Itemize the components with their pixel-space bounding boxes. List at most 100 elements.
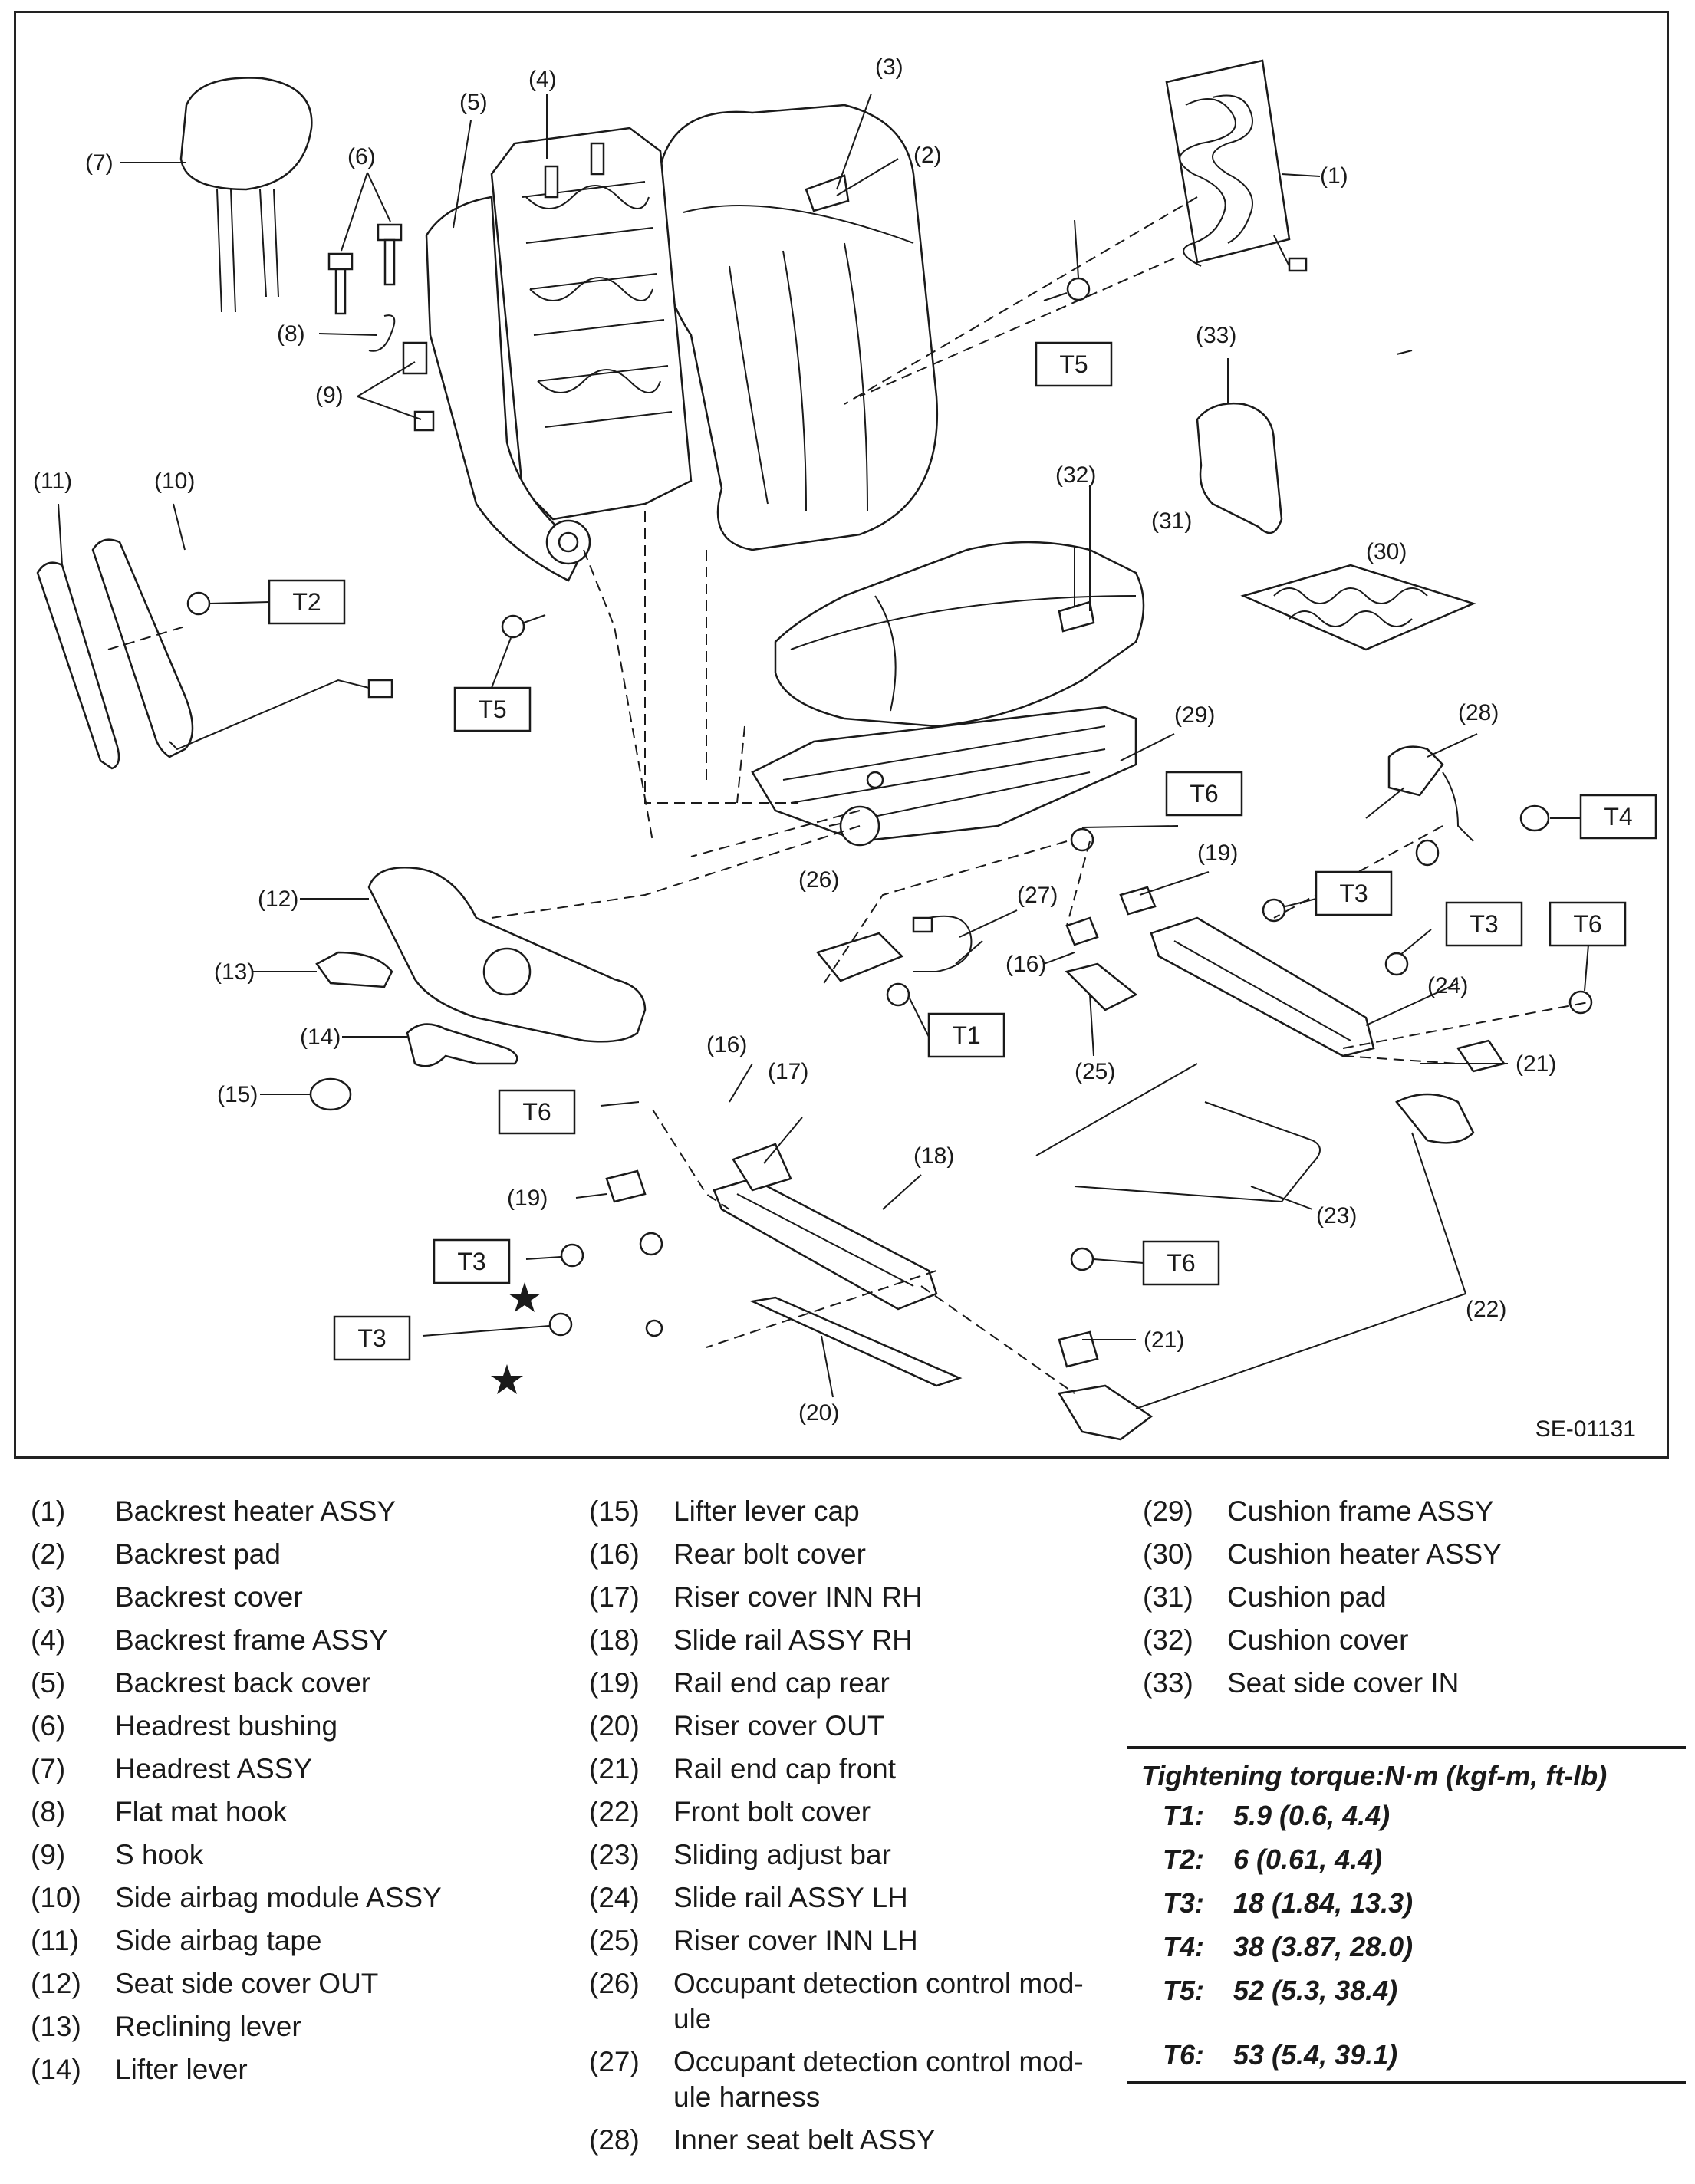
legend-part-name: Cushion frame ASSY: [1227, 1495, 1494, 1527]
callout-24: (24): [1427, 973, 1468, 998]
callout-21a: (21): [1516, 1051, 1556, 1077]
legend-number: (2): [31, 1538, 66, 1570]
legend-part-name: Slide rail ASSY LH: [673, 1882, 908, 1913]
torque-box-t1: T1: [927, 1012, 1005, 1058]
legend-part-name: Rail end cap front: [673, 1753, 897, 1784]
torque-box-t6-left: T6: [498, 1089, 576, 1135]
torque-code: T4:: [1163, 1931, 1204, 1962]
torque-box-t3-star2: T3: [333, 1315, 411, 1361]
legend-item: (31)Cushion pad: [1143, 1580, 1657, 1615]
legend-part-name: Backrest cover: [115, 1581, 303, 1613]
callout-16b: (16): [706, 1032, 747, 1057]
legend-number: (3): [31, 1581, 66, 1613]
callout-30: (30): [1366, 539, 1407, 564]
legend-part-name: Backrest pad: [115, 1538, 281, 1570]
svg-text:T5: T5: [478, 696, 506, 723]
callout-labels: (1) (2) (3) (4) (5) (6) (7) (8) (9) (10)…: [33, 54, 1556, 1426]
legend-item: (14)Lifter lever: [31, 2052, 545, 2087]
cushion-heater-drawing: [1240, 564, 1476, 651]
legend-item: (2) Backrest pad: [31, 1537, 545, 1572]
legend-item: (4) Backrest frame ASSY: [31, 1623, 545, 1658]
legend-part-name: Riser cover INN LH: [673, 1925, 918, 1956]
legend-part-name: Inner seat belt ASSY: [673, 2124, 936, 2156]
callout-7: (7): [85, 150, 114, 176]
torque-boxes: T5 T2 T5 T6 T4 T3 T3 T6 T1 T6 T3 T6 T3: [268, 341, 1657, 1361]
torque-box-t5-top: T5: [1035, 341, 1113, 387]
torque-rows: T1:5.9 (0.6, 4.4)T2:6 (0.61, 4.4)T3:18 (…: [1127, 1798, 1686, 2073]
slide-rail-rh-drawing: [605, 1143, 1154, 1441]
slide-rail-lh-drawing: [1065, 886, 1506, 1144]
legend-item: (3) Backrest cover: [31, 1580, 545, 1615]
torque-row: T3:18 (1.84, 13.3): [1127, 1886, 1686, 1921]
callout-5: (5): [459, 90, 488, 115]
legend-part-name: Backrest heater ASSY: [115, 1495, 397, 1527]
legend-part-name: Headrest bushing: [115, 1710, 338, 1742]
legend-item: (27)Occupant detection control mod-ule h…: [589, 2044, 1103, 2115]
legend-part-name: Side airbag module ASSY: [115, 1882, 442, 1913]
callout-19b: (19): [507, 1186, 548, 1211]
torque-value: 38 (3.87, 28.0): [1233, 1931, 1414, 1962]
legend-number: (32): [1143, 1624, 1193, 1656]
callout-17: (17): [768, 1059, 808, 1084]
seat-cushion-drawing: [751, 541, 1145, 847]
legend-number: (17): [589, 1581, 640, 1613]
legend-part-name: Reclining lever: [115, 2011, 301, 2042]
legend-part-name: Seat side cover OUT: [115, 1968, 379, 1999]
callout-3: (3): [875, 54, 903, 80]
callout-14: (14): [300, 1025, 341, 1050]
legend-item: (22)Front bolt cover: [589, 1794, 1103, 1830]
callout-33: (33): [1196, 323, 1236, 348]
legend-part-name: Backrest frame ASSY: [115, 1624, 388, 1656]
torque-row: T4: 38 (3.87, 28.0): [1127, 1929, 1686, 1965]
legend-column-1: (1)Backrest heater ASSY(2)Backrest pad(3…: [31, 1494, 545, 2095]
legend-number: (7): [31, 1753, 66, 1784]
torque-value: 53 (5.4, 39.1): [1233, 2039, 1398, 2071]
torque-code: T6:: [1163, 2039, 1204, 2071]
figure-code: SE-01131: [1535, 1416, 1636, 1442]
legend-item: (26)Occupant detection control mod-ule: [589, 1966, 1103, 2037]
callout-16a: (16): [1005, 952, 1046, 977]
legend-part-name: Seat side cover IN: [1227, 1667, 1460, 1699]
legend-part-name: Riser cover OUT: [673, 1710, 885, 1742]
callout-25: (25): [1075, 1059, 1115, 1084]
callout-4: (4): [528, 67, 557, 92]
svg-text:T3: T3: [457, 1248, 485, 1275]
svg-text:T2: T2: [292, 588, 321, 616]
inner-seat-belt-drawing: [1365, 745, 1550, 867]
callout-13: (13): [214, 959, 255, 985]
legend-item: (20)Riser cover OUT: [589, 1709, 1103, 1744]
legend-part-name: S hook: [115, 1839, 204, 1870]
torque-value: 18 (1.84, 13.3): [1233, 1887, 1414, 1919]
callout-29: (29): [1174, 702, 1215, 728]
legend-part-name: Rail end cap rear: [673, 1667, 890, 1699]
legend-item: (25)Riser cover INN LH: [589, 1923, 1103, 1959]
legend-number: (30): [1143, 1538, 1193, 1570]
legend-item: (30)Cushion heater ASSY: [1143, 1537, 1657, 1572]
svg-text:T3: T3: [1339, 880, 1368, 907]
torque-value: 52 (5.3, 38.4): [1233, 1975, 1398, 2006]
callout-10: (10): [154, 469, 195, 494]
legend-number: (4): [31, 1624, 66, 1656]
legend-number: (5): [31, 1667, 66, 1699]
legend-number: (28): [589, 2124, 640, 2156]
torque-top-rule: [1127, 1746, 1686, 1749]
legend-item: (33)Seat side cover IN: [1143, 1666, 1657, 1701]
legend-part-name: Flat mat hook: [115, 1796, 288, 1827]
legend-item: (13)Reclining lever: [31, 2009, 545, 2044]
legend-item: (18)Slide rail ASSY RH: [589, 1623, 1103, 1658]
legend-number: (23): [589, 1839, 640, 1870]
legend-item: (5)Backrest back cover: [31, 1666, 545, 1701]
callout-19a: (19): [1197, 840, 1238, 866]
legend-number: (19): [589, 1667, 640, 1699]
legend-item: (12)Seat side cover OUT: [31, 1966, 545, 2001]
callout-15: (15): [217, 1082, 258, 1107]
legend-number: (11): [31, 1925, 80, 1956]
seat-side-cover-out-drawing: [309, 867, 647, 1111]
callout-12: (12): [258, 886, 298, 912]
torque-box-t4: T4: [1579, 794, 1657, 840]
torque-row: T1:5.9 (0.6, 4.4): [1127, 1798, 1686, 1834]
legend-part-name: Side airbag tape: [115, 1925, 322, 1956]
torque-box-t5-left: T5: [453, 686, 532, 732]
legend-item: (11) Side airbag tape: [31, 1923, 545, 1959]
legend-item: (19) Rail end cap rear: [589, 1666, 1103, 1701]
